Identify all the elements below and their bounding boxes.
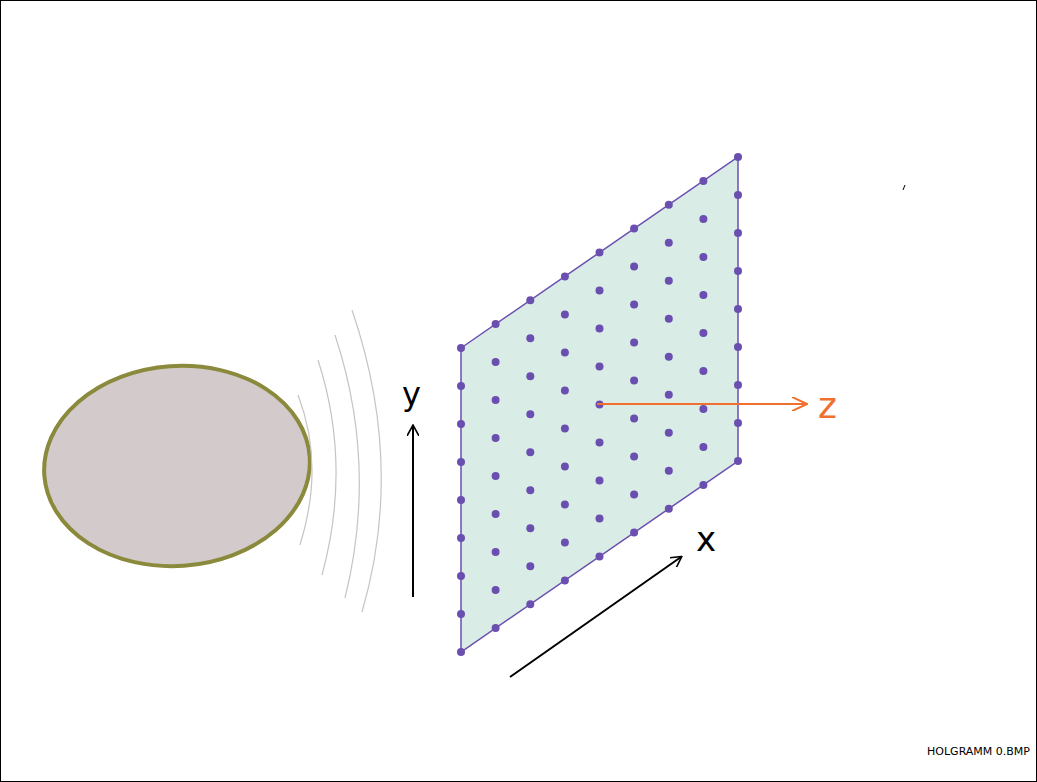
sample-dot [734,191,742,199]
sample-dot [699,177,707,185]
axis-label: x [696,522,716,556]
sample-dot [561,386,569,394]
axis-label: y [402,378,421,410]
sample-dot [526,410,534,418]
sample-dot [734,419,742,427]
sample-dot [596,325,604,333]
sample-dot [492,586,500,594]
sample-dot [665,277,673,285]
z-axis [597,403,806,405]
sample-dot [734,267,742,275]
sample-dot [492,548,500,556]
sample-dot [561,500,569,508]
sample-dot [665,467,673,475]
sample-dot [561,310,569,318]
sample-dot [526,448,534,456]
watermark: HOLGRAMM 0.BMP [927,746,1030,757]
sample-dot [492,624,500,632]
sample-dot [734,305,742,313]
sample-dot [492,358,500,366]
sample-dot [596,515,604,523]
sample-dot [734,229,742,237]
sample-dot [630,377,638,385]
sample-dot [526,372,534,380]
sample-dot [630,225,638,233]
sample-dot [526,486,534,494]
sample-dot [457,572,465,580]
sample-dot [596,439,604,447]
sample-dot [457,496,465,504]
sample-dot [596,363,604,371]
sample-dot [630,263,638,271]
sample-dot [457,610,465,618]
sample-dot [665,391,673,399]
sample-dot [596,553,604,561]
sample-dot [526,562,534,570]
sample-dot [630,529,638,537]
sample-dot [665,315,673,323]
sample-dot [665,429,673,437]
sample-dot [630,415,638,423]
sample-dot [596,477,604,485]
sample-dot [699,253,707,261]
sample-dot [596,287,604,295]
sample-dot [665,239,673,247]
sample-dot [699,405,707,413]
sample-dot [699,443,707,451]
sample-dot [561,424,569,432]
sample-dot [457,344,465,352]
sample-dot [457,382,465,390]
sample-dot [699,481,707,489]
wavefronts [298,310,381,612]
sample-dot [596,249,604,257]
sample-dot [734,343,742,351]
sample-dot [734,457,742,465]
sample-dot [561,538,569,546]
sample-dot [630,453,638,461]
sample-dot [492,510,500,518]
sample-dot [630,491,638,499]
sample-dot [457,648,465,656]
sample-dot [492,472,500,480]
sample-dot [457,534,465,542]
axis-label: z [818,388,837,424]
sample-dot [457,420,465,428]
sample-dot [699,215,707,223]
sample-dot [526,296,534,304]
sample-dot [561,272,569,280]
sample-dot [492,396,500,404]
sample-dot [492,320,500,328]
x-axis [510,557,681,677]
sample-dot [492,434,500,442]
sample-dot [665,201,673,209]
y-axis [412,426,414,597]
object-ellipse [37,357,316,575]
sample-dot [734,381,742,389]
sample-dot [526,524,534,532]
sample-dot [734,153,742,161]
sample-dot [526,600,534,608]
sample-dot [699,291,707,299]
sample-dot [457,458,465,466]
sample-dot [665,353,673,361]
sample-dot [665,505,673,513]
sample-dot [561,348,569,356]
sample-dot [630,301,638,309]
stray-mark [903,185,905,190]
sample-dot [561,576,569,584]
sample-dot [561,462,569,470]
sample-dot [699,367,707,375]
sample-dot [699,329,707,337]
sample-dot [630,339,638,347]
sample-dot [526,334,534,342]
